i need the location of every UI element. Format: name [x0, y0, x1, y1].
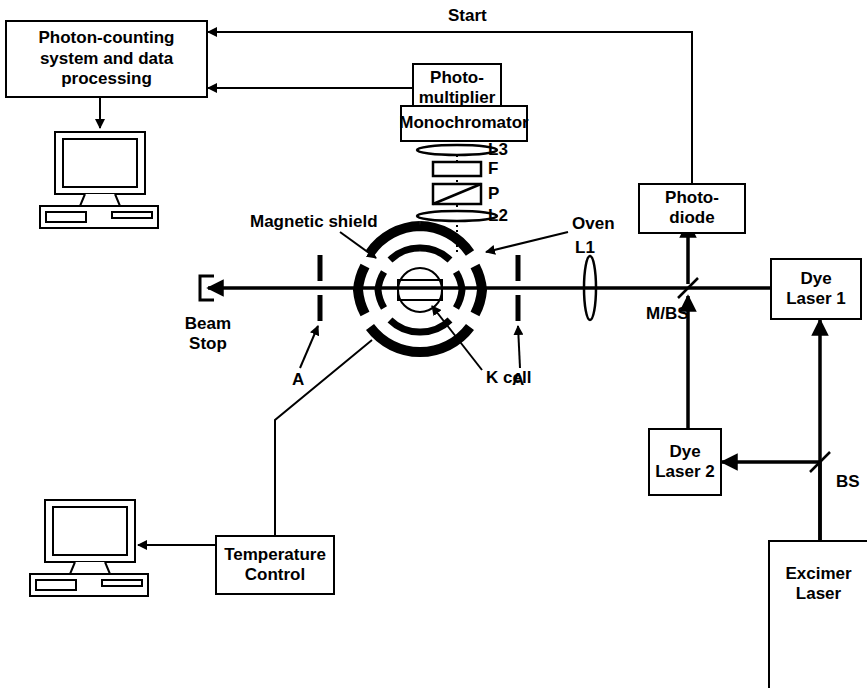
computer-icon — [40, 132, 158, 228]
process-box: Photon-counting system and data processi… — [5, 20, 208, 98]
part-label: P — [488, 184, 499, 204]
part-label: Oven — [572, 214, 615, 234]
process-box: Photo-diode — [638, 183, 746, 234]
computer-icon — [30, 500, 148, 596]
connector — [208, 87, 412, 89]
box-label: Photo-multiplier — [418, 68, 496, 109]
part-label: Beam Stop — [182, 314, 234, 355]
part-label: Magnetic shield — [250, 212, 378, 232]
connector — [208, 32, 692, 183]
process-box: Temperature Control — [215, 535, 335, 595]
part-label: M/BS — [646, 304, 689, 324]
part-label: L1 — [575, 238, 595, 258]
signal-wires — [100, 98, 372, 545]
process-box: Monochromator — [400, 105, 528, 142]
box-label: Temperature Control — [221, 545, 329, 586]
process-box: Excimer Laser — [768, 540, 867, 688]
box-label: Photo-diode — [644, 188, 740, 229]
part-label: BS — [836, 472, 860, 492]
part-label: L3 — [488, 140, 508, 160]
process-box: Dye Laser 2 — [648, 428, 722, 496]
laser-beams — [208, 222, 770, 428]
box-label: Photon-counting system and data processi… — [11, 28, 202, 89]
leader-lines — [300, 232, 568, 370]
part-label: F — [488, 159, 498, 179]
process-box: Dye Laser 1 — [770, 258, 862, 320]
box-label: Excimer Laser — [774, 564, 863, 605]
beam-stop — [200, 276, 214, 300]
connector — [722, 462, 820, 540]
box-label: Monochromator — [399, 113, 528, 133]
box-label: Dye Laser 1 — [776, 269, 856, 310]
part-label: A — [292, 370, 304, 390]
box-label: Dye Laser 2 — [654, 442, 716, 483]
edge-label: Start — [448, 6, 487, 26]
part-label: K cell — [486, 368, 531, 388]
part-label: L2 — [488, 206, 508, 226]
